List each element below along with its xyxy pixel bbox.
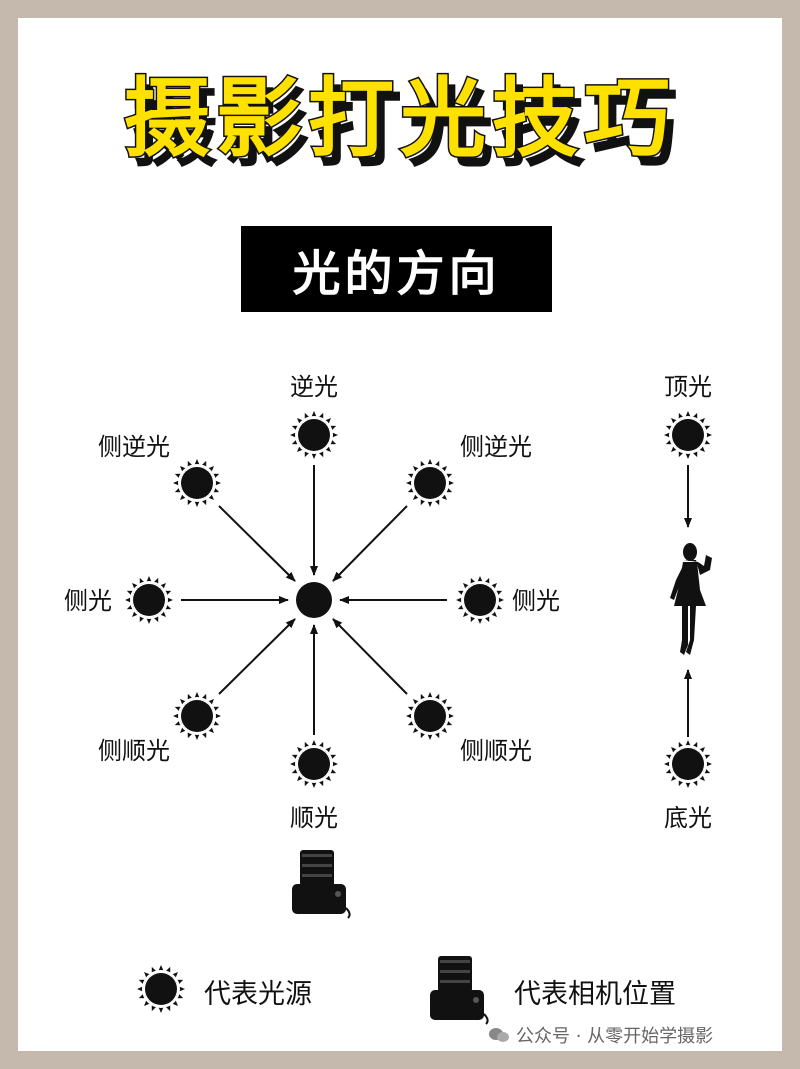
legend-light-source: 代表光源: [204, 979, 312, 1010]
label-side-right: 侧光: [512, 587, 560, 615]
arrow-side-front-left: [218, 618, 296, 695]
label-front: 顺光: [290, 804, 338, 832]
arrow-side-back-right: [332, 505, 408, 582]
watermark: 公众号 · 从零开始学摄影: [488, 1022, 713, 1048]
wechat-icon: [488, 1027, 510, 1043]
arrow-side-front-right: [332, 618, 408, 695]
label-side-left: 侧光: [64, 587, 112, 615]
title-text: 摄影打光技巧: [123, 68, 676, 171]
sun-icon: [405, 458, 455, 508]
sun-icon: [172, 458, 222, 508]
sun-icon: [405, 691, 455, 741]
sun-icon: [289, 410, 339, 460]
label-side-back-left: 侧逆光: [98, 433, 170, 461]
title-shadow: 摄影打光技巧: [132, 79, 684, 179]
person-silhouette-icon: [670, 543, 712, 655]
sun-icon: [663, 739, 713, 789]
sun-icon: [289, 739, 339, 789]
watermark-text: 公众号 · 从零开始学摄影: [516, 1026, 714, 1047]
sun-icon: [136, 964, 186, 1014]
legend-camera-position: 代表相机位置: [514, 979, 676, 1010]
label-top: 顶光: [664, 373, 712, 401]
label-side-front-left: 侧顺光: [98, 737, 170, 765]
sun-icon: [455, 575, 505, 625]
subject-dot: [296, 582, 332, 618]
label-side-front-right: 侧顺光: [460, 737, 532, 765]
camera-icon: [291, 849, 351, 919]
page-title: 摄影打光技巧 摄影打光技巧: [0, 48, 800, 180]
label-back: 逆光: [290, 373, 338, 401]
arrow-side-back-left: [218, 505, 296, 582]
label-bottom: 底光: [664, 804, 712, 832]
poster-card: [18, 18, 782, 1051]
direction-arrows: [181, 465, 692, 737]
sun-icon: [124, 575, 174, 625]
sun-icon: [172, 691, 222, 741]
label-side-back-right: 侧逆光: [460, 433, 532, 461]
subtitle-banner: 光的方向: [241, 226, 552, 312]
sun-icon: [663, 410, 713, 460]
camera-icon: [429, 955, 489, 1025]
